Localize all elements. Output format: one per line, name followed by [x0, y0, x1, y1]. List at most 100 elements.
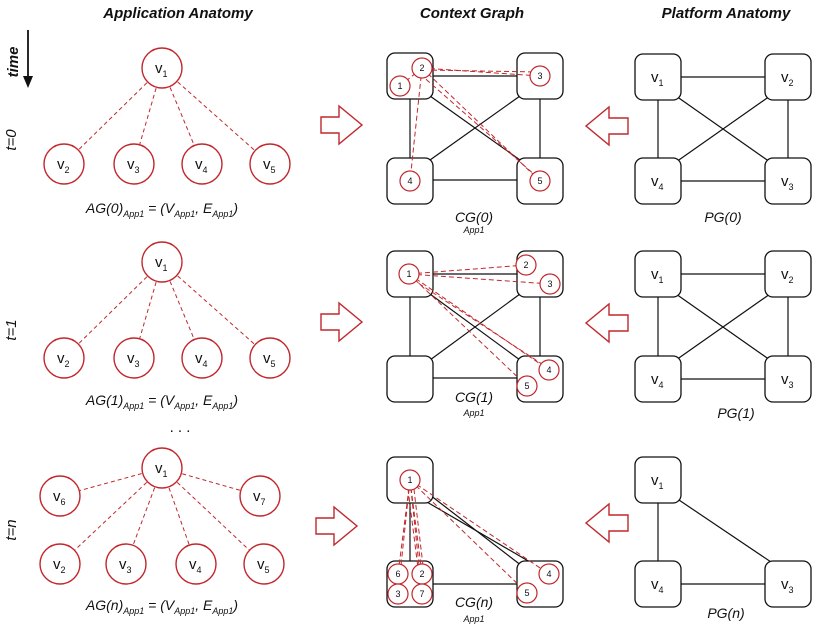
- platform-node-v1: v1: [634, 250, 682, 298]
- cg-circle-3: 3: [539, 273, 561, 295]
- svg-text:2: 2: [419, 63, 424, 73]
- svg-text:v5: v5: [263, 350, 276, 369]
- platform-node-v2: v2: [764, 53, 812, 101]
- cg-circle-4: 4: [399, 170, 421, 192]
- svg-text:4: 4: [546, 365, 551, 375]
- time-label: time: [5, 47, 22, 78]
- svg-text:v4: v4: [651, 173, 664, 192]
- cg-circle-5: 5: [529, 170, 551, 192]
- svg-text:v5: v5: [263, 156, 276, 175]
- svg-text:v4: v4: [195, 156, 208, 175]
- svg-text:1: 1: [406, 269, 411, 279]
- svg-text:v1: v1: [155, 254, 168, 273]
- platform-node-v4: v4: [634, 560, 682, 608]
- svg-text:v1: v1: [651, 69, 664, 88]
- header-platform-anatomy: Platform Anatomy: [662, 5, 791, 22]
- app-node-v1: v1: [141, 47, 183, 89]
- platform-node-v2: v2: [764, 250, 812, 298]
- pg-caption-t0: PG(0): [704, 209, 741, 225]
- svg-text:5: 5: [524, 381, 529, 391]
- cg-circle-1: 1: [389, 75, 411, 97]
- app-node-v2: v2: [43, 337, 85, 379]
- svg-text:v3: v3: [781, 371, 794, 390]
- svg-text:v2: v2: [781, 69, 794, 88]
- svg-text:v2: v2: [57, 156, 70, 175]
- platform-graph-tn: v1 v4 v3 PG(n): [634, 456, 812, 621]
- svg-text:v3: v3: [119, 556, 132, 575]
- app-graph-t1: v1 v2 v3 v4 v5 AG(1)App1 = (VApp1, EApp1…: [43, 241, 291, 411]
- app-node-v1: v1: [141, 447, 183, 489]
- arrow-right-icon: [315, 505, 359, 547]
- svg-text:v6: v6: [53, 488, 66, 507]
- svg-text:v3: v3: [781, 576, 794, 595]
- svg-text:v4: v4: [651, 576, 664, 595]
- app-node-v7: v7: [239, 475, 281, 517]
- svg-text:v1: v1: [651, 472, 664, 491]
- context-graph-t1: 1 2 3 4 5 CG(1) App1: [386, 250, 564, 418]
- svg-text:4: 4: [546, 569, 551, 579]
- svg-text:v4: v4: [189, 556, 202, 575]
- svg-text:1: 1: [407, 475, 412, 485]
- cg-circle-7: 7: [411, 583, 433, 605]
- app-node-v3: v3: [113, 337, 155, 379]
- cg-caption-tn: CG(n): [455, 594, 493, 610]
- cg-circle-5: 5: [516, 582, 538, 604]
- svg-text:v5: v5: [257, 556, 270, 575]
- cg-circle-5: 5: [516, 375, 538, 397]
- app-node-v2: v2: [43, 143, 85, 185]
- row-label-t1: t=1: [3, 319, 20, 340]
- platform-node-v4: v4: [634, 355, 682, 403]
- svg-text:v4: v4: [195, 350, 208, 369]
- app-node-v5: v5: [249, 143, 291, 185]
- pg-caption-tn: PG(n): [707, 605, 744, 621]
- svg-text:v4: v4: [651, 371, 664, 390]
- cg-circle-6: 6: [387, 563, 409, 585]
- cg-circle-4: 4: [538, 359, 560, 381]
- svg-text:v2: v2: [57, 350, 70, 369]
- row-label-tn: t=n: [3, 519, 20, 540]
- cg-circle-1: 1: [399, 469, 421, 491]
- svg-text:v3: v3: [781, 173, 794, 192]
- platform-node-v1: v1: [634, 456, 682, 504]
- cg-caption-sub-t1: App1: [462, 408, 484, 418]
- cg-circle-2: 2: [411, 57, 433, 79]
- cg-circle-1: 1: [398, 263, 420, 285]
- app-node-v4: v4: [181, 337, 223, 379]
- svg-text:6: 6: [395, 569, 400, 579]
- arrow-left-icon: [584, 302, 629, 344]
- app-node-v4: v4: [181, 143, 223, 185]
- cg-caption-t0: CG(0): [455, 209, 493, 225]
- app-graph-t0: v1 v2 v3 v4 v5 AG(0)App1 = (VApp1, EApp1…: [43, 47, 291, 219]
- svg-text:1: 1: [397, 81, 402, 91]
- svg-text:5: 5: [524, 588, 529, 598]
- svg-text:v2: v2: [53, 556, 66, 575]
- app-node-v6: v6: [39, 475, 81, 517]
- app-node-v4: v4: [175, 543, 217, 585]
- platform-node-v4: v4: [634, 157, 682, 205]
- platform-node-v3: v3: [764, 157, 812, 205]
- app-node-v3: v3: [113, 143, 155, 185]
- platform-graph-t1: v1 v2 v4 v3 PG(1): [634, 250, 812, 421]
- svg-text:4: 4: [407, 176, 412, 186]
- platform-node-v1: v1: [634, 53, 682, 101]
- platform-node-v3: v3: [764, 355, 812, 403]
- svg-text:v3: v3: [127, 156, 140, 175]
- header-application-anatomy: Application Anatomy: [102, 5, 253, 22]
- svg-text:v7: v7: [253, 488, 266, 507]
- svg-text:v1: v1: [155, 60, 168, 79]
- cg-caption-t1: CG(1): [455, 389, 493, 405]
- arrow-left-icon: [584, 502, 629, 544]
- cg-circle-4: 4: [538, 563, 560, 585]
- app-node-v3: v3: [105, 543, 147, 585]
- context-graph-tn: 1 6 2 3 7 4 5 CG(n) App1: [386, 456, 564, 624]
- ag-caption-tn: AG(n)App1 = (VApp1, EApp1): [85, 597, 238, 616]
- time-arrow-head: [23, 76, 33, 88]
- time-arrow: time: [5, 30, 33, 88]
- svg-text:v3: v3: [127, 350, 140, 369]
- arrow-right-icon: [320, 301, 364, 343]
- cg-circle-3: 3: [529, 65, 551, 87]
- cg-caption-sub-tn: App1: [462, 614, 484, 624]
- ag-caption-t0: AG(0)App1 = (VApp1, EApp1): [85, 200, 238, 219]
- platform-graph-t0: v1 v2 v4 v3 PG(0): [634, 53, 812, 225]
